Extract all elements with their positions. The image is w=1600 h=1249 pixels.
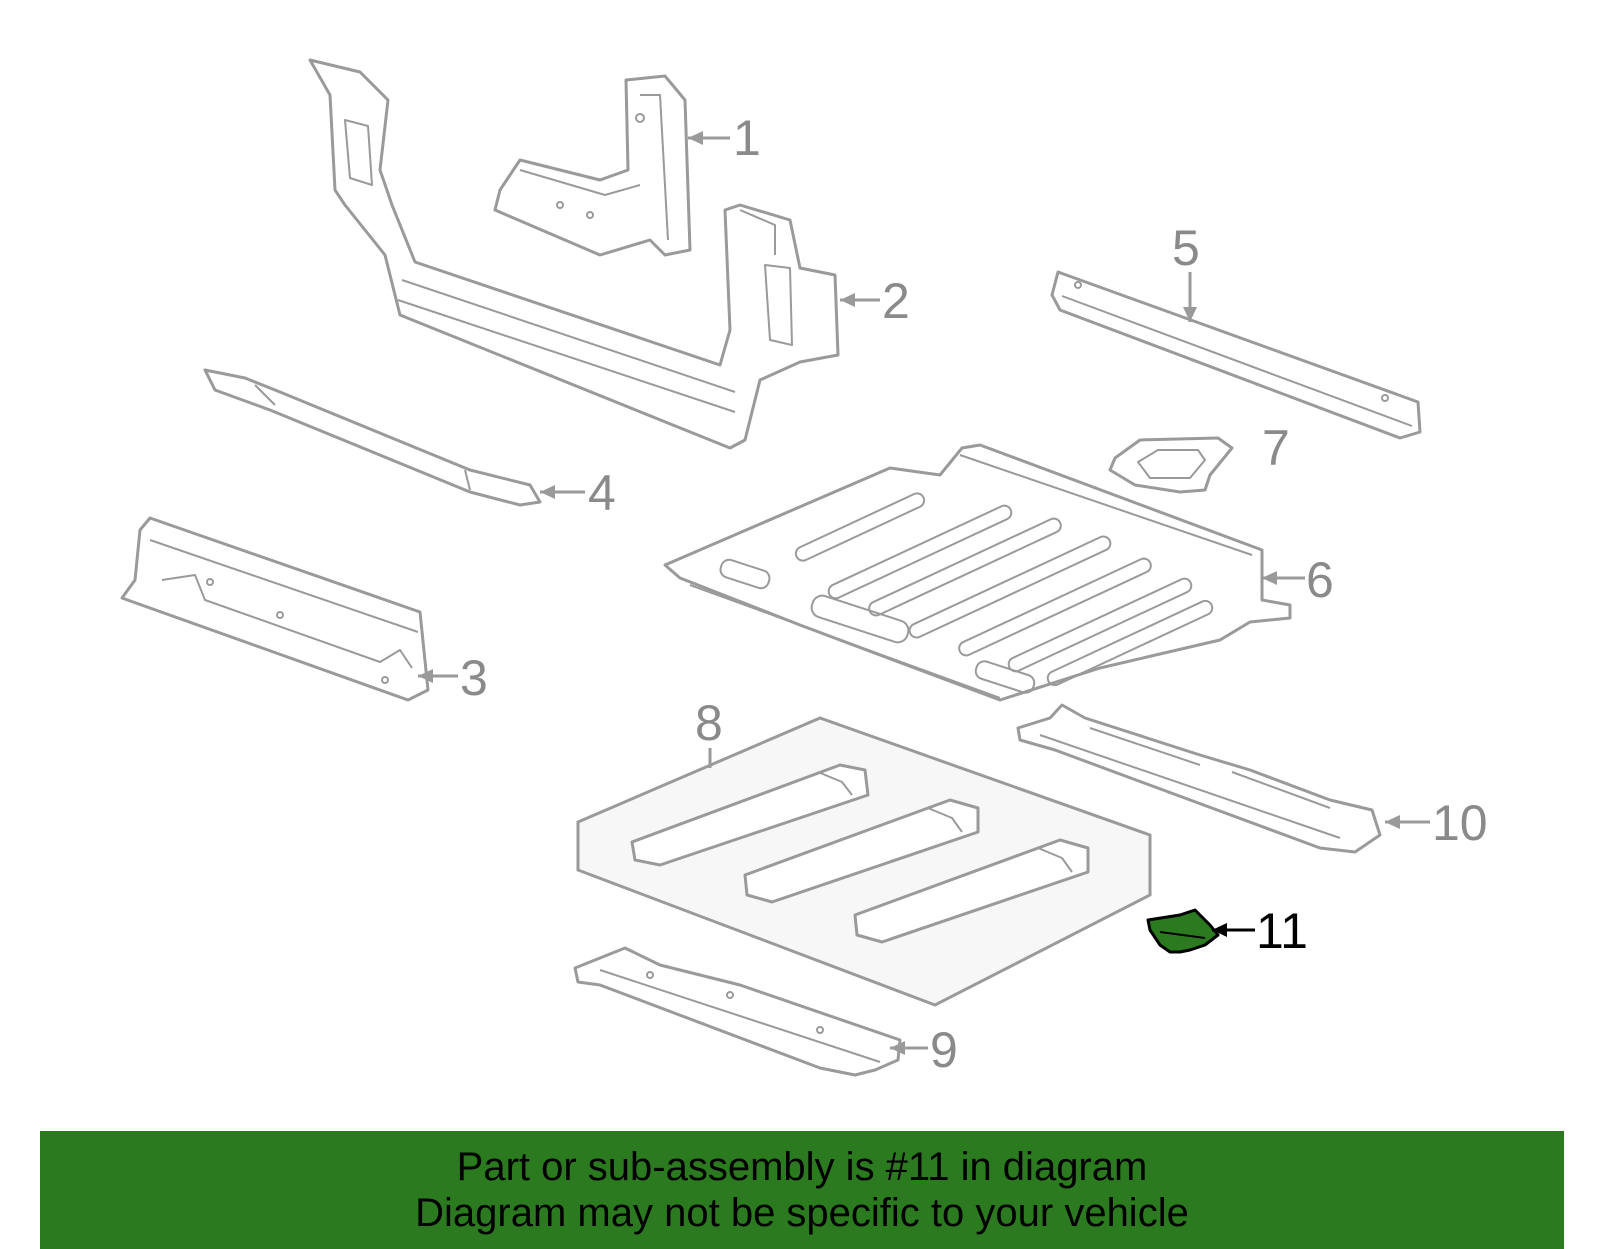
callout-3[interactable]: 3 [460,650,488,706]
callout-5[interactable]: 5 [1172,220,1200,276]
part-5-rear-bar[interactable] [1050,270,1422,440]
callout-6[interactable]: 6 [1306,552,1334,608]
callout-9[interactable]: 9 [930,1022,958,1078]
callout-8[interactable]: 8 [695,695,723,751]
banner-line-1: Part or sub-assembly is #11 in diagram [456,1145,1148,1189]
part-9-lower-bar[interactable] [573,946,902,1077]
callout-4[interactable]: 4 [588,465,616,521]
part-2-side-panel[interactable] [308,58,840,450]
part-7-bracket[interactable] [1108,436,1234,494]
callout-2[interactable]: 2 [882,273,910,329]
callout-1[interactable]: 1 [733,110,761,166]
part-3-side-rail[interactable] [120,516,430,702]
banner-line-2: Diagram may not be specific to your vehi… [415,1191,1189,1235]
info-banner: Part or sub-assembly is #11 in diagram D… [40,1131,1564,1249]
callout-leaders [418,131,1430,1055]
part-8-sub-assembly[interactable] [576,716,1152,1007]
part-11-highlighted[interactable] [1146,908,1220,954]
parts-diagram: 1 2 3 4 5 6 7 8 9 10 11 [120,58,1488,1078]
part-6-floor-panel[interactable] [663,443,1292,702]
callout-7[interactable]: 7 [1262,420,1290,476]
callout-11[interactable]: 11 [1256,903,1308,959]
part-1-pillar[interactable] [493,74,692,257]
part-4-cross-bar[interactable] [203,368,542,507]
callout-10[interactable]: 10 [1432,795,1488,851]
part-10-cross-member[interactable] [1016,703,1382,854]
